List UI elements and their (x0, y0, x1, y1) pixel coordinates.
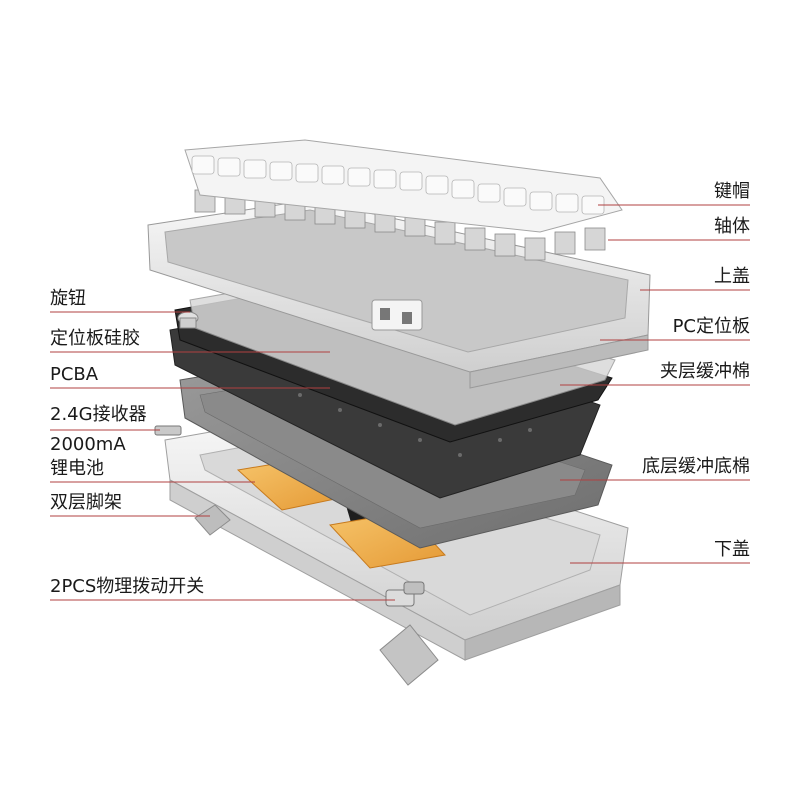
top-case-port (371, 299, 423, 331)
label-mid-foam: 夹层缓冲棉 (660, 361, 750, 382)
label-battery-capacity: 2000mA (50, 434, 126, 455)
label-knob: 旋钮 (50, 288, 86, 309)
physical-switches (385, 581, 425, 607)
leader-lines-right (560, 204, 750, 564)
label-pcba: PCBA (50, 364, 99, 385)
label-pc-plate: PC定位板 (672, 316, 750, 337)
label-plate-silicone: 定位板硅胶 (50, 328, 140, 349)
rotary-knob (177, 311, 199, 329)
label-receiver: 2.4G接收器 (50, 404, 147, 425)
fold-feet (194, 504, 439, 686)
top-case (147, 199, 651, 389)
label-top-case: 上盖 (714, 266, 750, 287)
label-bottom-case: 下盖 (714, 539, 750, 560)
label-physical-switches: 2PCS物理拨动开关 (50, 576, 205, 597)
label-keycaps: 键帽 (714, 181, 750, 202)
keycap-layer (184, 139, 623, 233)
label-bottom-foam: 底层缓冲底棉 (642, 456, 750, 477)
leader-lines-left (50, 311, 395, 601)
label-battery: 锂电池 (50, 458, 104, 479)
label-key-switches: 轴体 (714, 216, 750, 237)
label-feet: 双层脚架 (50, 492, 122, 513)
